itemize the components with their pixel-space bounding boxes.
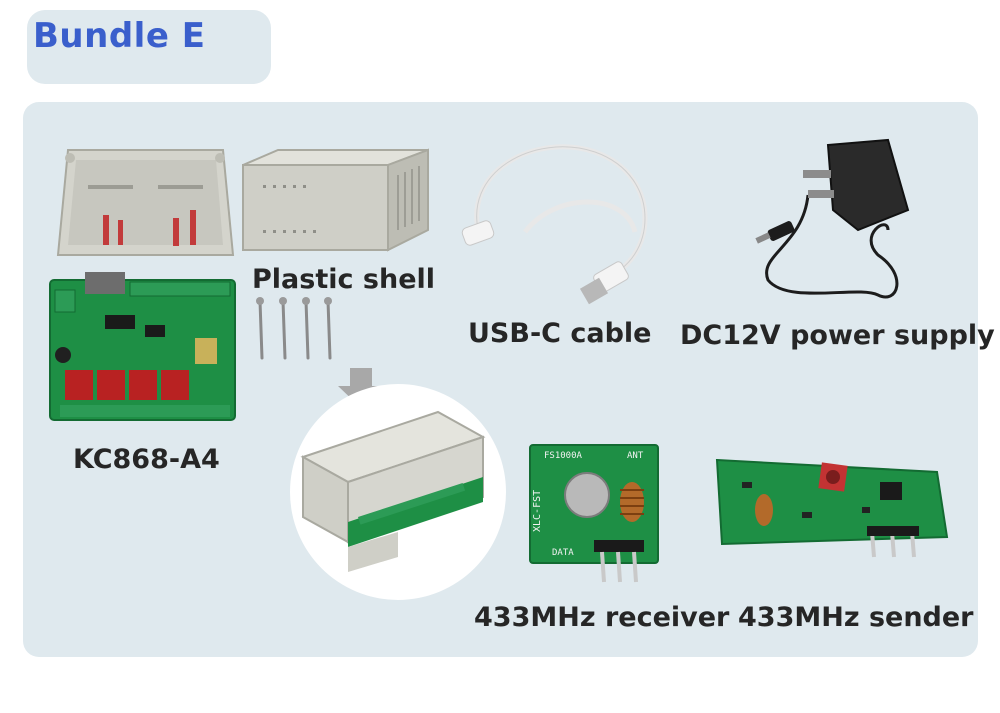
usb-c-cable-label: USB-C cable <box>468 318 652 349</box>
plastic-shell-base-image <box>242 148 429 252</box>
sender-label: 433MHz sender <box>738 602 974 633</box>
receiver-silk-data: DATA <box>552 548 574 558</box>
plastic-shell-label: Plastic shell <box>252 264 436 295</box>
kc868-a4-label: KC868-A4 <box>73 444 220 475</box>
screws-image <box>256 297 332 360</box>
bundle-title-pill <box>27 10 271 84</box>
plastic-shell-lid-image <box>56 149 235 256</box>
power-supply-image <box>755 138 910 299</box>
receiver-label: 433MHz receiver <box>474 602 730 633</box>
kc868-a4-board-image <box>49 272 236 421</box>
bundle-title: Bundle E <box>33 16 206 56</box>
receiver-silk-ant: ANT <box>627 451 644 461</box>
sender-module-image <box>715 458 949 558</box>
power-supply-label: DC12V power supply <box>680 320 995 351</box>
usb-c-cable-image <box>461 144 648 305</box>
receiver-module-image: FS1000A ANT DATA XLC-FST <box>529 444 659 583</box>
receiver-silk-side: XLC-FST <box>532 490 543 532</box>
arrow-down-icon <box>338 368 384 408</box>
assembled-unit-image <box>290 384 506 600</box>
receiver-silk-model: FS1000A <box>544 451 583 461</box>
